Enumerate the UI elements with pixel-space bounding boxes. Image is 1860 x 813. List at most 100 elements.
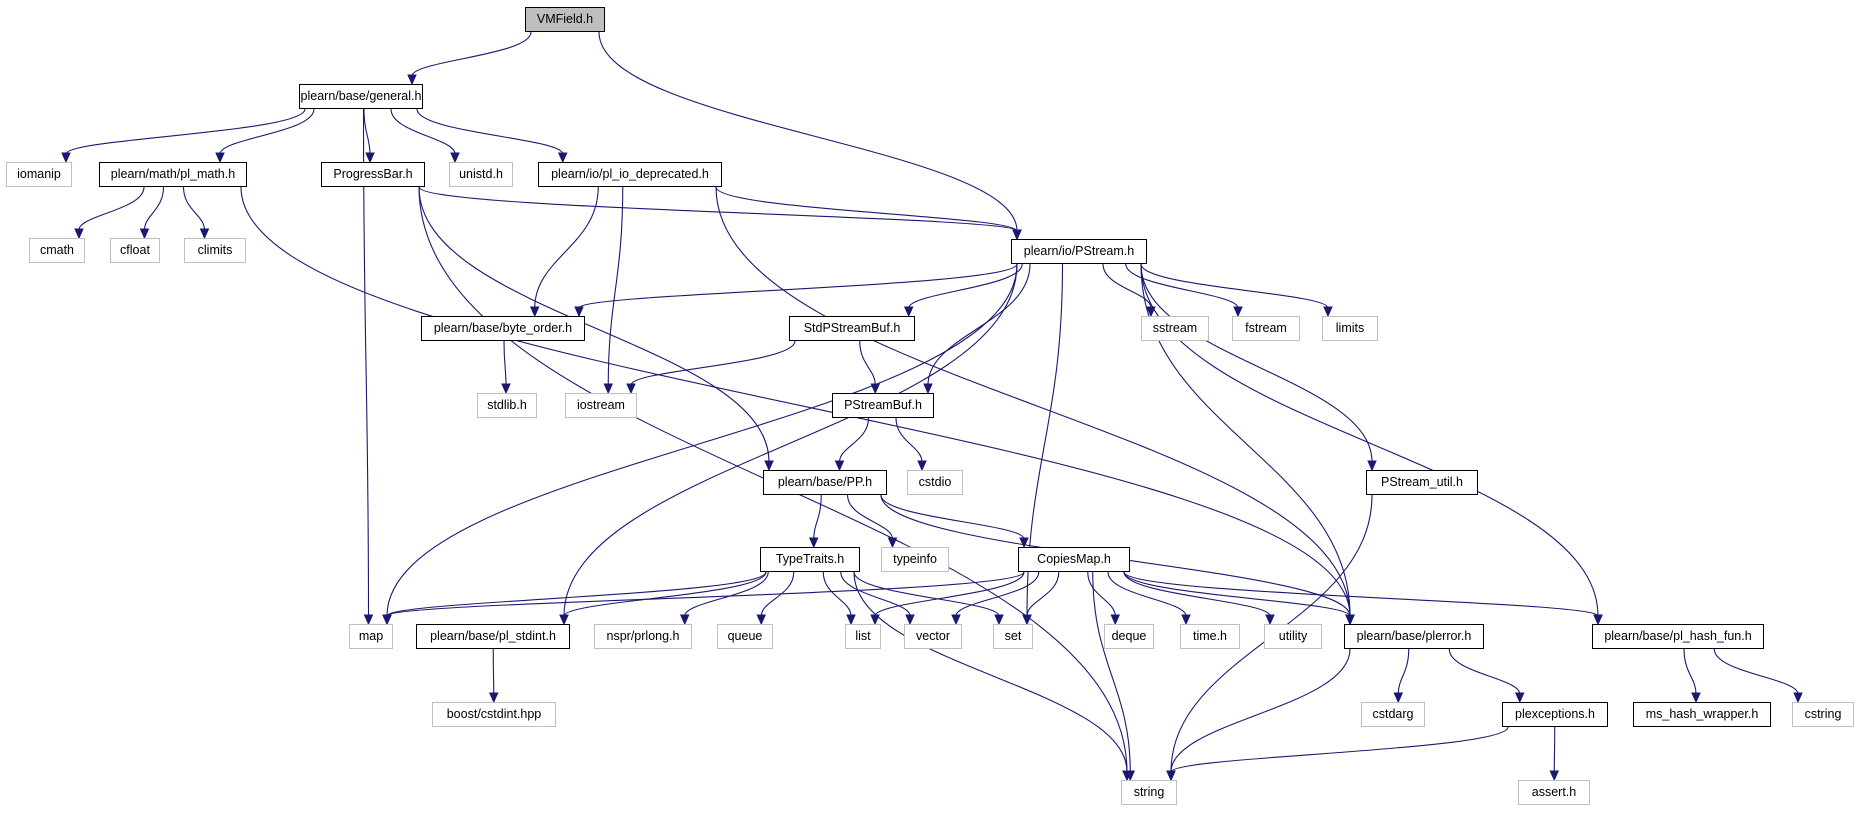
node-vmfield[interactable]: VMField.h <box>525 7 605 32</box>
node-label: utility <box>1278 629 1308 643</box>
arrowhead <box>1549 770 1560 782</box>
node-queue: queue <box>717 624 773 649</box>
node-label: boost/cstdint.hpp <box>446 707 542 721</box>
arrowhead <box>1125 770 1136 782</box>
arrowhead <box>1393 692 1404 704</box>
node-label: deque <box>1111 629 1147 643</box>
node-cstring: cstring <box>1792 702 1854 727</box>
node-label: queue <box>727 629 763 643</box>
arrowhead <box>834 460 845 472</box>
edge-general-to-pl_io_dep <box>416 108 564 155</box>
edge-pp-to-typetraits <box>813 494 822 540</box>
node-typeinfo: typeinfo <box>881 547 949 572</box>
node-hash_fun[interactable]: plearn/base/pl_hash_fun.h <box>1592 624 1764 649</box>
node-cstdarg: cstdarg <box>1361 702 1425 727</box>
edge-pstream-to-fstream <box>1125 263 1239 309</box>
node-deque: deque <box>1104 624 1154 649</box>
arrowhead <box>1019 537 1029 549</box>
arrowhead <box>764 460 774 472</box>
node-label: list <box>855 629 871 643</box>
edge-general-to-iomanip <box>65 108 306 155</box>
node-pl_stdint[interactable]: plearn/base/pl_stdint.h <box>416 624 570 649</box>
node-vector: vector <box>904 624 962 649</box>
node-copiesmap[interactable]: CopiesMap.h <box>1018 547 1130 572</box>
edge-pstream-to-limits <box>1140 263 1329 309</box>
edge-pl_stdint-to-cstdint <box>492 648 495 695</box>
node-label: VMField.h <box>536 12 594 26</box>
node-label: climits <box>197 243 233 257</box>
arrowhead <box>870 383 881 395</box>
node-pstream_util[interactable]: PStream_util.h <box>1366 470 1478 495</box>
arrowhead <box>951 614 961 626</box>
arrowhead <box>808 537 819 549</box>
edge-pl_math-to-plerror <box>240 186 1351 617</box>
node-label: plearn/base/pl_hash_fun.h <box>1604 629 1752 643</box>
node-label: plearn/io/PStream.h <box>1023 244 1135 258</box>
edge-copiesmap-to-map <box>386 571 1025 617</box>
edge-copiesmap-to-list <box>874 571 1025 617</box>
edge-pstream-to-pstream_util <box>1140 263 1373 463</box>
edge-byte_order-to-stdlib <box>503 340 507 386</box>
edge-general-to-map <box>362 108 370 617</box>
node-general[interactable]: plearn/base/general.h <box>299 84 423 109</box>
node-label: typeinfo <box>893 552 937 566</box>
node-label: cstring <box>1804 707 1842 721</box>
edge-pstream-to-map <box>386 263 1018 617</box>
edge-plerror-to-plexceptions <box>1448 648 1521 695</box>
edge-typetraits-to-pl_stdint <box>563 571 767 617</box>
node-psb[interactable]: PStreamBuf.h <box>832 393 934 418</box>
arrowhead <box>139 228 150 240</box>
arrowhead <box>557 152 568 164</box>
node-typetraits[interactable]: TypeTraits.h <box>760 547 860 572</box>
edge-psb-to-cstdio <box>895 417 923 463</box>
node-progressbar[interactable]: ProgressBar.h <box>321 162 425 187</box>
node-cfloat: cfloat <box>110 238 160 263</box>
edge-typetraits-to-list <box>822 571 852 617</box>
node-time: time.h <box>1180 624 1240 649</box>
arrowhead <box>870 614 880 626</box>
node-cstdint: boost/cstdint.hpp <box>432 702 556 727</box>
edge-pl_io_dep-to-pstream <box>715 186 1018 232</box>
node-plerror[interactable]: plearn/base/plerror.h <box>1344 624 1484 649</box>
edge-copiesmap-to-deque <box>1087 571 1116 617</box>
edge-typetraits-to-string <box>853 571 1128 773</box>
node-byte_order[interactable]: plearn/base/byte_order.h <box>421 316 585 341</box>
arrowhead <box>1146 306 1156 318</box>
node-label: limits <box>1335 321 1365 335</box>
node-pl_io_dep[interactable]: plearn/io/pl_io_deprecated.h <box>538 162 722 187</box>
arrowhead <box>365 152 375 164</box>
arrowhead <box>215 152 225 164</box>
arrowhead <box>1012 229 1022 241</box>
arrowhead <box>574 306 584 318</box>
node-iostream: iostream <box>565 393 637 418</box>
arrowhead <box>994 614 1004 626</box>
edge-pl_math-to-cmath <box>78 186 145 231</box>
arrowhead <box>407 74 417 86</box>
edge-pstream-to-stdpsb <box>908 263 1023 309</box>
arrowhead <box>61 152 71 164</box>
arrowhead <box>363 614 374 626</box>
node-prlong: nspr/prlong.h <box>594 624 692 649</box>
arrowhead <box>1367 460 1377 472</box>
node-set: set <box>993 624 1033 649</box>
arrowhead <box>488 692 499 704</box>
arrowhead <box>1233 306 1243 318</box>
node-plexceptions[interactable]: plexceptions.h <box>1502 702 1608 727</box>
node-fstream: fstream <box>1232 316 1300 341</box>
edge-progressbar-to-pp <box>418 186 770 463</box>
edge-typetraits-to-vector <box>840 571 911 617</box>
arrowhead <box>905 614 915 626</box>
node-pp[interactable]: plearn/base/PP.h <box>763 470 887 495</box>
node-pstream[interactable]: plearn/io/PStream.h <box>1011 239 1147 264</box>
node-stdpsb[interactable]: StdPStreamBuf.h <box>789 316 915 341</box>
arrowhead <box>501 383 511 395</box>
arrowhead <box>923 383 933 395</box>
node-ms_hash[interactable]: ms_hash_wrapper.h <box>1633 702 1771 727</box>
node-pl_math[interactable]: plearn/math/pl_math.h <box>99 162 247 187</box>
node-map: map <box>349 624 393 649</box>
node-label: TypeTraits.h <box>775 552 845 566</box>
edge-vmfield-to-general <box>411 31 532 77</box>
node-sstream: sstream <box>1141 316 1209 341</box>
arrowhead <box>1323 306 1333 318</box>
arrowhead <box>529 306 540 318</box>
